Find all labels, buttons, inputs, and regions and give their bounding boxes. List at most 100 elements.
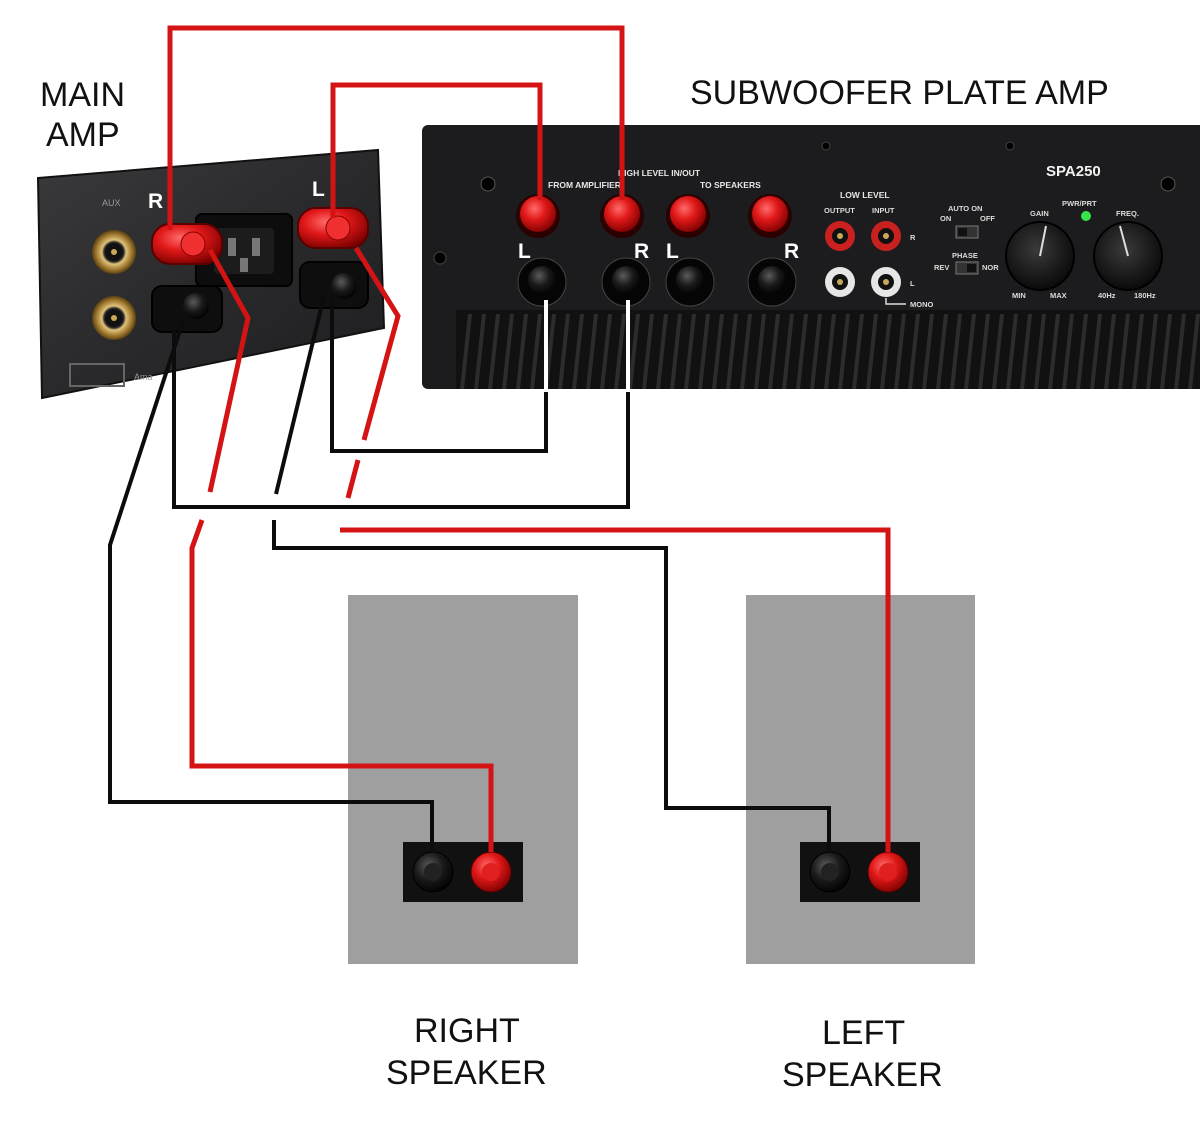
main-amp-r-negative-post — [151, 285, 223, 333]
heatsink-fin — [1048, 314, 1060, 389]
auto-on-switch[interactable] — [955, 225, 979, 239]
low-level-output-l — [825, 267, 855, 297]
auto-on-label: AUTO ON — [948, 204, 982, 213]
phase-label: PHASE — [952, 251, 978, 260]
heatsink-fin — [586, 314, 598, 389]
heatsink-fin — [908, 314, 920, 389]
main-amp-l-label: L — [312, 178, 325, 201]
heatsink-fin — [600, 314, 612, 389]
heatsink-fin — [460, 314, 472, 389]
wire-main-l-negative-to-sub — [330, 300, 548, 453]
wire-main-r-positive-to-right-speaker-a — [207, 248, 251, 493]
phase-nor-label: NOR — [982, 263, 999, 272]
auto-on-off-label: OFF — [980, 214, 995, 223]
heatsink-fin — [1062, 314, 1074, 389]
wire-main-r-positive-to-right-speaker-b — [189, 519, 494, 852]
right-speaker-negative-terminal — [412, 851, 454, 893]
right-speaker-label-line2: SPEAKER — [386, 1054, 547, 1092]
freq-knob[interactable] — [1093, 221, 1163, 291]
high-level-header: HIGH LEVEL IN/OUT — [618, 168, 701, 178]
gain-knob[interactable] — [1005, 221, 1075, 291]
wires — [108, 25, 891, 852]
heatsink-fin — [796, 314, 808, 389]
main-amp-title-line1: MAIN — [40, 76, 125, 114]
aux-label: AUX — [102, 198, 121, 208]
heatsink-fin — [474, 314, 486, 389]
heatsink-fin — [572, 314, 584, 389]
sub-amp-title: SUBWOOFER PLATE AMP — [690, 74, 1109, 112]
wire-main-l-negative-to-left-speaker-a — [274, 295, 326, 495]
heatsink-fin — [1132, 314, 1144, 389]
heatsink-fin — [852, 314, 864, 389]
left-speaker — [746, 595, 975, 964]
left-speaker-positive-terminal — [867, 851, 909, 893]
heatsink-fin — [502, 314, 514, 389]
wire-main-l-positive-to-sub — [330, 82, 543, 218]
sub-from-amp-r-negative — [601, 257, 651, 307]
low-level-input-l — [871, 267, 901, 297]
main-amp-l-positive-post — [297, 207, 369, 249]
left-speaker-negative-terminal — [809, 851, 851, 893]
heatsink-fin — [740, 314, 752, 389]
power-led — [1081, 211, 1091, 221]
right-speaker-label-line1: RIGHT — [414, 1012, 520, 1050]
phase-rev-label: REV — [934, 263, 949, 272]
sub-terminal-r-1: R — [634, 240, 649, 263]
heatsink-fin — [656, 314, 668, 389]
sub-from-amp-r-positive — [600, 194, 644, 238]
heatsink-fin — [894, 314, 906, 389]
heatsink-fin — [488, 314, 500, 389]
sub-amp-model: SPA250 — [1046, 163, 1101, 180]
heatsink-fin — [1076, 314, 1088, 389]
heatsink-fin — [516, 314, 528, 389]
heatsink-fin — [978, 314, 990, 389]
heatsink-fin — [1118, 314, 1130, 389]
left-speaker-label-line1: LEFT — [822, 1014, 905, 1052]
sub-to-speakers-r-negative — [747, 257, 797, 307]
heatsink-fin — [992, 314, 1004, 389]
heatsink-fin — [558, 314, 570, 389]
sub-terminal-l-2: L — [666, 240, 679, 263]
heatsink-fin — [866, 314, 878, 389]
wire-main-l-positive-to-left-speaker-c — [340, 527, 891, 852]
heatsink-fin — [838, 314, 850, 389]
heatsink-fin — [768, 314, 780, 389]
wire-main-l-negative-to-left-speaker-b — [272, 520, 831, 852]
heatsink-fin — [824, 314, 836, 389]
main-amp-rca-top — [92, 230, 136, 274]
heatsink-fin — [810, 314, 822, 389]
phase-switch[interactable] — [955, 261, 979, 275]
heatsink-fin — [684, 314, 696, 389]
heatsink-fin — [530, 314, 542, 389]
freq-label: FREQ. — [1116, 209, 1139, 218]
pwr-prt-label: PWR/PRT — [1062, 199, 1097, 208]
heatsink-fin — [936, 314, 948, 389]
gain-label: GAIN — [1030, 209, 1049, 218]
main-amp-l-negative-post — [299, 261, 369, 309]
main-amp-rca-bottom — [92, 296, 136, 340]
from-amplifier-label: FROM AMPLIFIER — [548, 180, 621, 190]
heatsink-fin — [1090, 314, 1102, 389]
wire-main-r-negative-to-sub — [172, 330, 630, 509]
svg-text:Ama: Ama — [134, 372, 153, 382]
low-level-output-r — [825, 221, 855, 251]
sub-to-speakers-l-negative — [665, 257, 715, 307]
heatsink-fin — [754, 314, 766, 389]
sub-terminal-r-2: R — [784, 240, 799, 263]
mono-label: MONO — [910, 300, 933, 309]
heatsink-fin — [950, 314, 962, 389]
subwoofer-plate-amp: SPA250 HIGH LEVEL IN/OUT FROM AMPLIFIER … — [422, 125, 1200, 389]
heatsink-fin — [628, 314, 640, 389]
heatsink-fin — [1160, 314, 1172, 389]
heatsink-fin — [1006, 314, 1018, 389]
low-level-r-label: R — [910, 233, 916, 242]
heatsink-fin — [712, 314, 724, 389]
heatsink-fin — [1146, 314, 1158, 389]
main-amp-r-positive-post — [151, 223, 223, 265]
heatsink-fin — [922, 314, 934, 389]
left-speaker-label-line2: SPEAKER — [782, 1056, 943, 1094]
sub-from-amp-l-positive — [516, 194, 560, 238]
heatsink-fin — [1020, 314, 1032, 389]
auto-on-on-label: ON — [940, 214, 951, 223]
